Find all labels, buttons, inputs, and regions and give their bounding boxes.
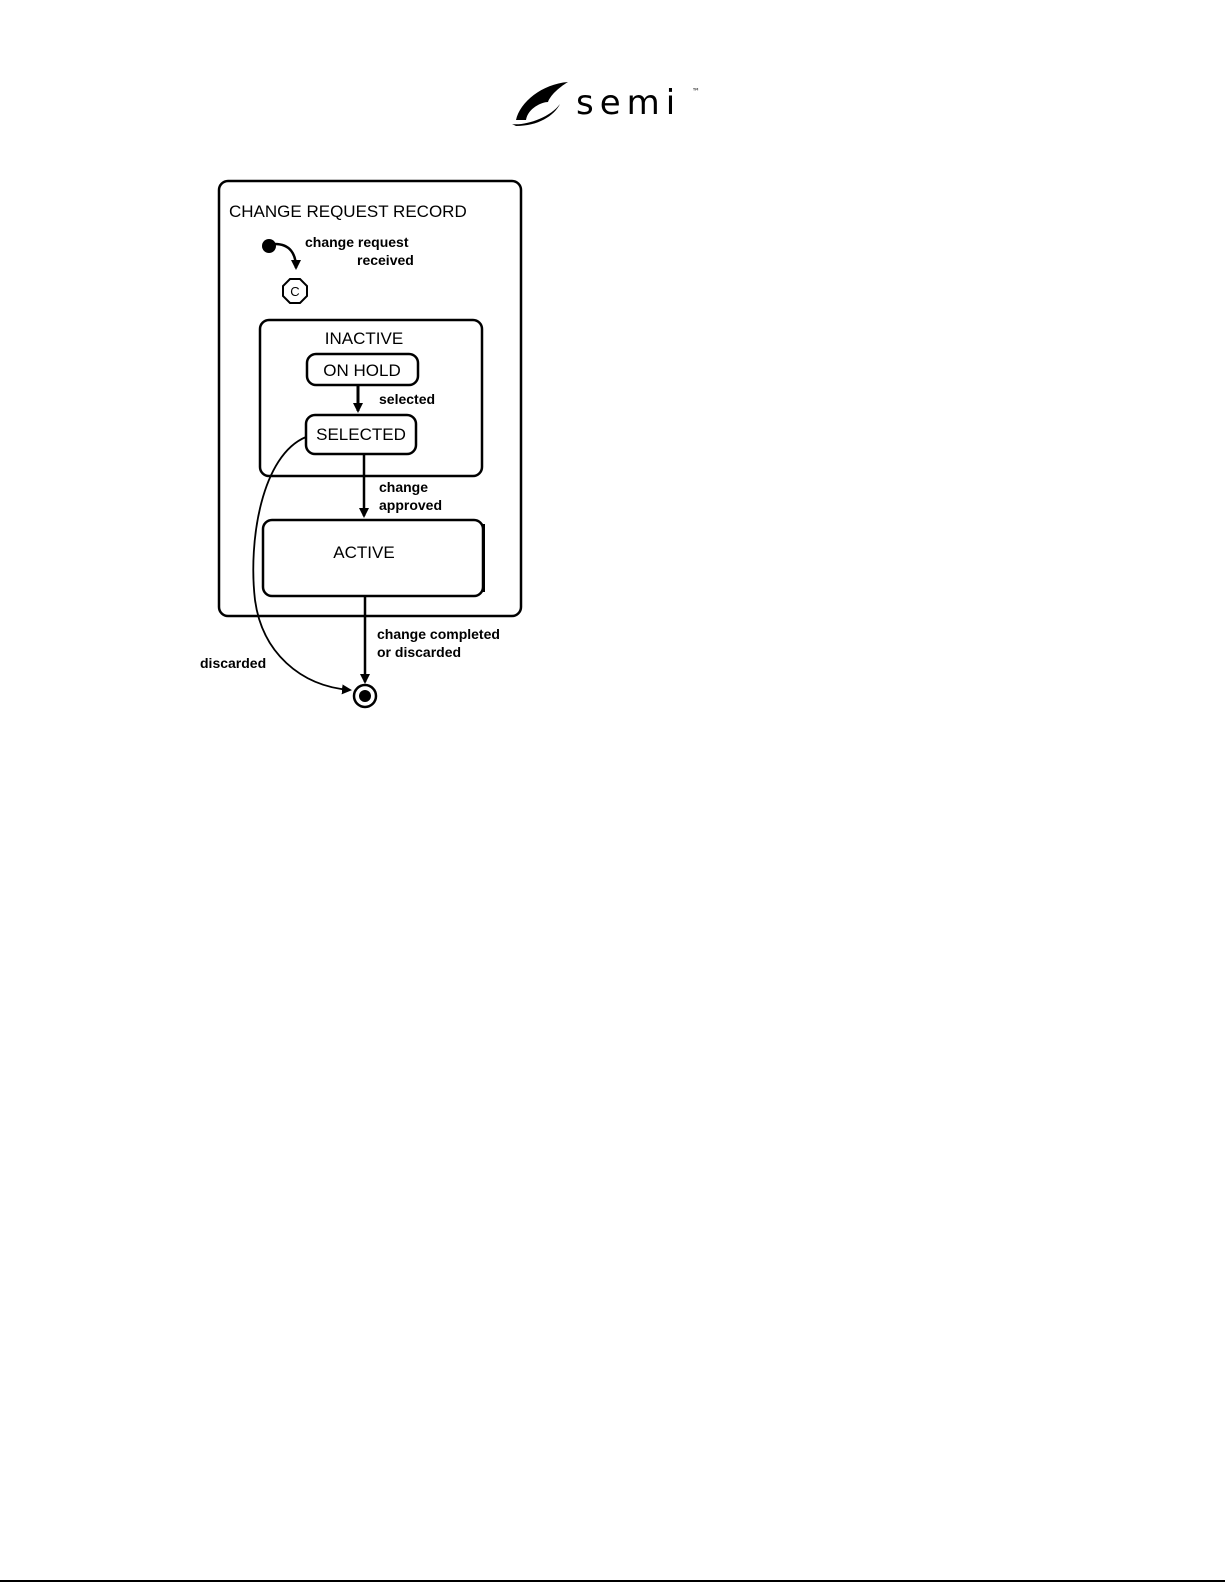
- on-hold-state-label: ON HOLD: [323, 361, 400, 380]
- history-state-label: C: [290, 284, 299, 299]
- completed-transition-label-line1: change completed: [377, 626, 500, 642]
- inactive-state-label: INACTIVE: [325, 329, 403, 348]
- selected-state-label: SELECTED: [316, 425, 406, 444]
- initial-transition-label-line1: change request: [305, 234, 409, 250]
- approved-transition-label-line2: approved: [379, 497, 442, 513]
- final-state-dot: [359, 690, 371, 702]
- approved-transition-label-line1: change: [379, 479, 428, 495]
- discarded-transition-label: discarded: [200, 655, 266, 671]
- state-diagram: CHANGE REQUEST RECORD change request rec…: [0, 0, 1225, 760]
- initial-transition-arrow: [275, 244, 296, 268]
- initial-state-dot: [262, 239, 276, 253]
- selected-transition-label: selected: [379, 391, 435, 407]
- initial-transition-label-line2: received: [357, 252, 414, 268]
- completed-transition-label-line2: or discarded: [377, 644, 461, 660]
- active-state-label: ACTIVE: [333, 543, 394, 562]
- diagram-title: CHANGE REQUEST RECORD: [229, 202, 467, 221]
- page-bottom-rule: [0, 1580, 1225, 1582]
